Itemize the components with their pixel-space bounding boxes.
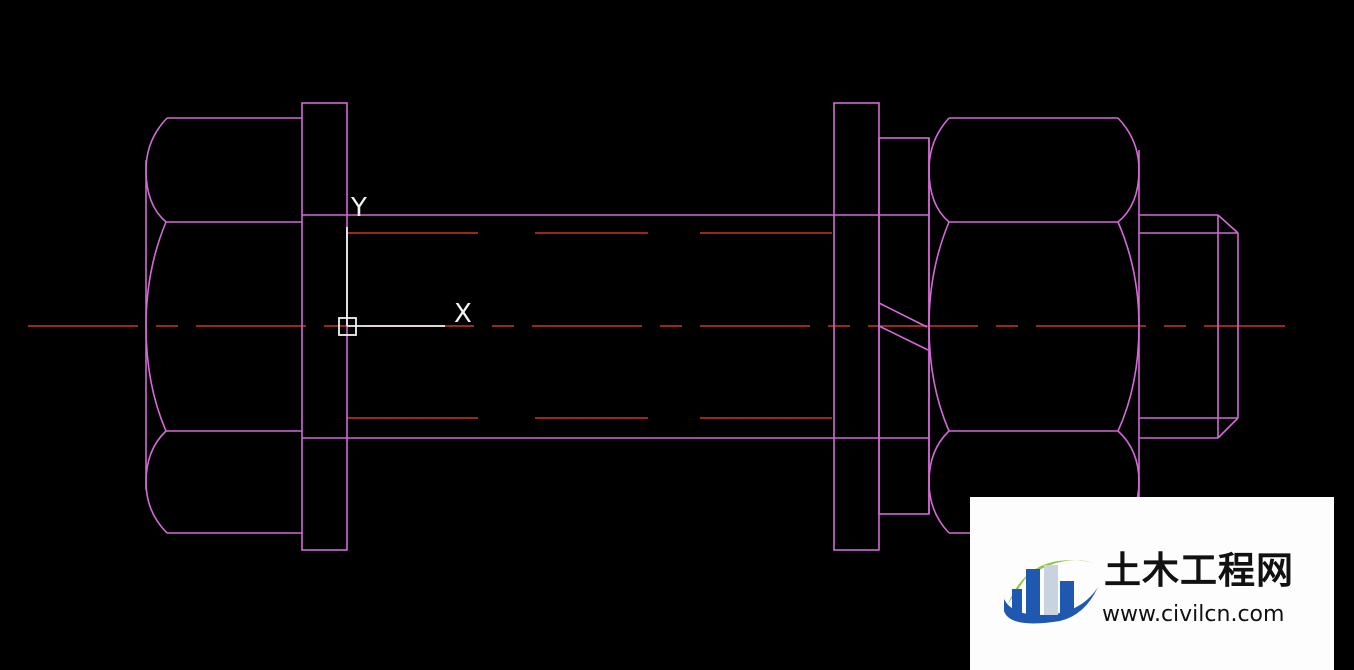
bolt-shank — [302, 214, 929, 439]
center-lines — [28, 232, 1285, 419]
ucs-origin-box — [338, 317, 357, 336]
ucs-y-label: Y — [350, 193, 367, 223]
watermark-logo: 土木工程网 www.civilcn.com — [970, 497, 1334, 670]
bolt-thread-end — [1139, 214, 1239, 439]
bolt-head — [145, 117, 302, 534]
ucs-icon[interactable]: Y X — [338, 193, 472, 336]
ucs-x-label: X — [454, 299, 472, 329]
logo-url: www.civilcn.com — [1102, 602, 1285, 627]
building-logo-icon — [1004, 560, 1098, 624]
logo-name: 土木工程网 — [1104, 549, 1294, 592]
